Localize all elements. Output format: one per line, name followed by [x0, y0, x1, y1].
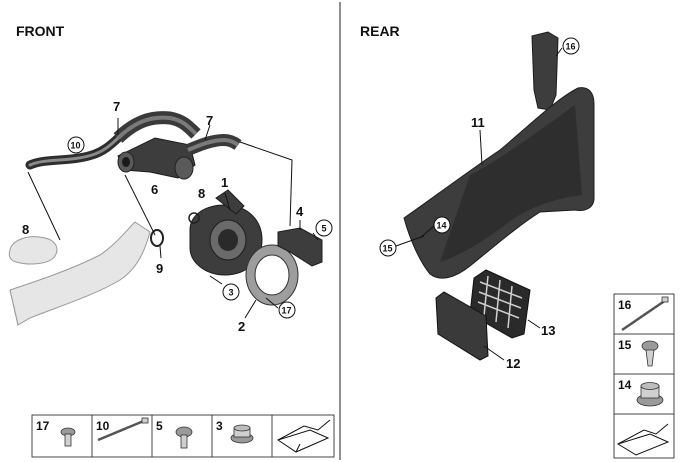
callout-14-circle: [433, 216, 451, 234]
callout-17-circle: [278, 301, 296, 319]
cable-tie-icon: [97, 417, 149, 442]
flange-nut-icon: [636, 382, 664, 407]
callout-11: 11: [471, 115, 485, 130]
callout-5: 5: [322, 224, 327, 234]
callout-17: 17: [282, 306, 292, 316]
callout-2: 2: [238, 319, 245, 334]
clip-part-8-top: [188, 212, 200, 224]
callout-12: 12: [506, 356, 520, 371]
callout-4: 4: [296, 204, 304, 219]
callout-10: 10: [71, 141, 81, 151]
flange-nut-icon: [230, 424, 254, 444]
table-bottom-10: 10: [96, 419, 110, 433]
callout-14: 14: [437, 221, 447, 231]
clip-part-9: [150, 229, 164, 247]
assembly-arrow-icon: [616, 423, 670, 456]
callout-15-circle: [379, 239, 397, 257]
table-bottom-5: 5: [156, 419, 163, 433]
table-right-15: 15: [618, 338, 632, 352]
callout-3-circle: [222, 283, 240, 301]
callout-8b: 8: [22, 222, 29, 237]
strap-part-16: [531, 31, 559, 111]
air-duct-light: [9, 221, 151, 326]
callout-6: 6: [151, 182, 158, 197]
callout-7a: 7: [113, 99, 120, 114]
callout-10-circle: [67, 136, 85, 154]
table-right-14: 14: [618, 378, 632, 392]
callout-16: 16: [566, 42, 576, 52]
callout-13: 13: [541, 323, 555, 338]
table-bottom-3: 3: [216, 419, 223, 433]
screw-icon: [175, 426, 193, 449]
connector-part-8-left: [8, 236, 58, 265]
callout-7b: 7: [206, 113, 213, 128]
callout-8a: 8: [198, 186, 205, 201]
callout-15: 15: [383, 244, 393, 254]
front-title: FRONT: [16, 23, 65, 39]
callout-3: 3: [229, 288, 234, 298]
hardware-table-bottom: 17 10 5 3: [31, 414, 335, 458]
callout-5-circle: [315, 219, 333, 237]
cover-plate-part-12: [435, 291, 489, 361]
bolt-icon: [60, 427, 76, 447]
cable-tie-icon: [621, 296, 669, 332]
bracket-part-4: [277, 227, 323, 267]
assembly-arrow-icon: [276, 419, 331, 453]
pushnut-icon: [641, 340, 659, 367]
table-right-16: 16: [618, 298, 632, 312]
callout-16-circle: [562, 37, 580, 55]
rear-title: REAR: [360, 23, 400, 39]
callout-9: 9: [156, 261, 163, 276]
hardware-table-right: 16 15 14: [613, 293, 675, 459]
table-bottom-17: 17: [36, 419, 50, 433]
callout-1: 1: [221, 175, 228, 190]
